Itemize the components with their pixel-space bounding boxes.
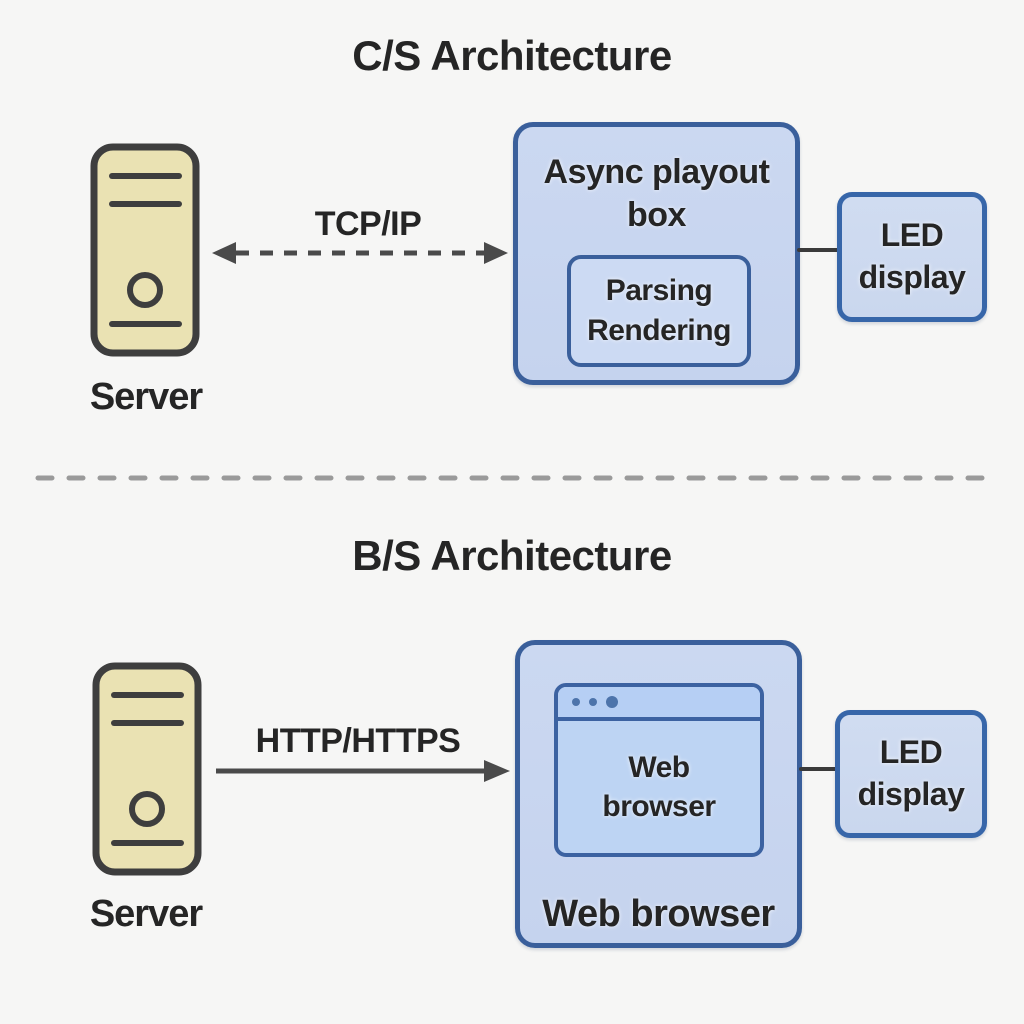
async-playout-box: Async playout box Parsing Rendering xyxy=(513,122,800,385)
browser-window-line2: browser xyxy=(602,790,716,823)
async-playout-box-title-line1: Async playout xyxy=(543,153,770,191)
parsing-rendering-box: Parsing Rendering xyxy=(567,255,751,367)
bs-led-display-box: LED display xyxy=(835,710,987,838)
async-playout-box-title: Async playout box xyxy=(518,151,795,237)
browser-window-line1: Web xyxy=(628,751,690,784)
bs-section-title: B/S Architecture xyxy=(352,532,672,579)
web-browser-box-label: Web browser xyxy=(542,893,775,935)
bs-led-line1: LED xyxy=(879,734,943,771)
bs-server-label: Server xyxy=(89,893,203,935)
bs-led-line2: display xyxy=(857,776,965,812)
parsing-rendering-box-title: Parsing Rendering xyxy=(571,271,747,352)
cs-led-line2: display xyxy=(858,259,966,295)
browser-dot-icon xyxy=(589,698,597,706)
cs-protocol-label: TCP/IP xyxy=(314,205,422,243)
browser-window-title: Web browser xyxy=(558,748,760,826)
rendering-line: Rendering xyxy=(587,314,731,347)
browser-dot-icon xyxy=(572,698,580,706)
cs-server-label: Server xyxy=(89,376,203,418)
browser-window: Web browser xyxy=(554,683,764,857)
cs-led-connector xyxy=(797,248,840,252)
tcp-dashed-double-arrow xyxy=(212,242,508,264)
browser-dot-icon xyxy=(606,696,618,708)
parsing-line: Parsing xyxy=(605,273,713,307)
bs-protocol-label: HTTP/HTTPS xyxy=(255,722,461,760)
server-icon xyxy=(92,662,202,876)
section-divider-dashed-line xyxy=(35,475,999,481)
browser-window-body: Web browser xyxy=(558,721,760,853)
cs-section-title: C/S Architecture xyxy=(352,32,672,79)
server-icon xyxy=(90,143,200,357)
browser-titlebar xyxy=(558,687,760,721)
cs-led-display-label: LED display xyxy=(842,215,982,298)
bs-led-connector xyxy=(799,767,837,771)
web-browser-box: Web browser Web browser xyxy=(515,640,802,948)
cs-led-line1: LED xyxy=(880,217,944,254)
bs-led-display-label: LED display xyxy=(840,732,982,815)
http-solid-arrow xyxy=(216,760,510,782)
async-playout-box-title-line2: box xyxy=(627,195,686,234)
cs-led-display-box: LED display xyxy=(837,192,987,322)
